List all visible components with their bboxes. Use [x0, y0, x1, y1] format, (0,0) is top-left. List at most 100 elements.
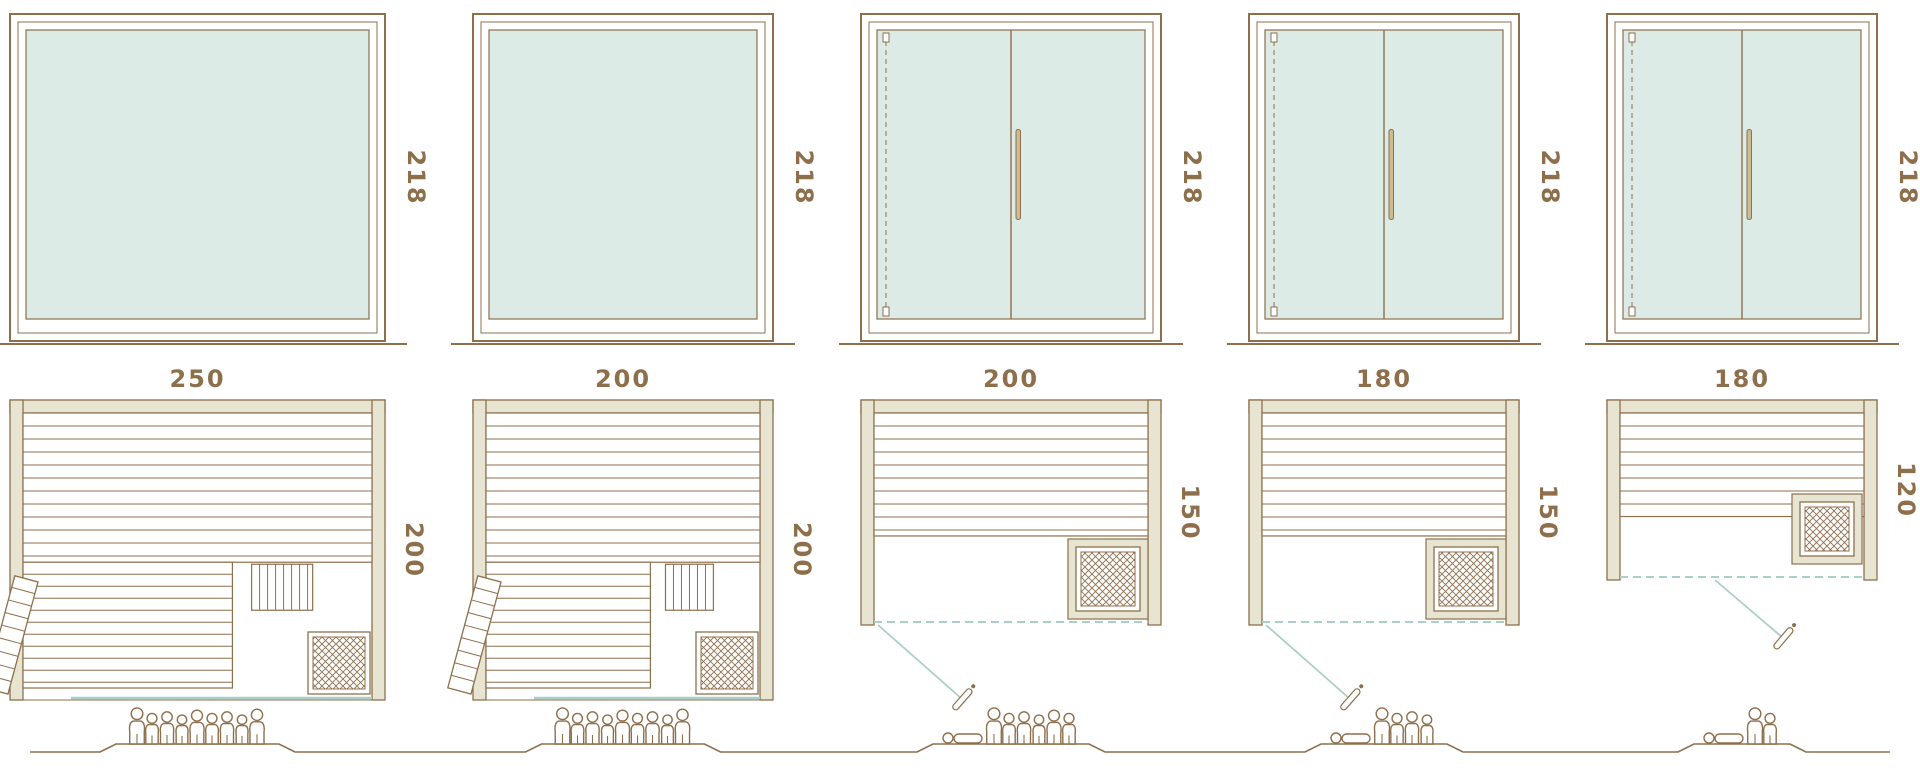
door-leaf-open	[446, 574, 502, 695]
person-body	[235, 724, 249, 745]
person-head	[1375, 707, 1389, 721]
cabin-frame-inner	[480, 21, 766, 334]
cabin-frame-inner	[1614, 21, 1870, 334]
width-dimension: 180	[1356, 365, 1412, 393]
wall-right	[1863, 399, 1878, 581]
wall-right	[1505, 399, 1520, 626]
door-handle	[1746, 129, 1752, 220]
person-icon	[175, 714, 189, 745]
person-body	[128, 720, 146, 745]
person-icon	[128, 707, 146, 745]
depth-dimension: 150	[1176, 484, 1204, 540]
bench-upper	[485, 412, 761, 563]
heater-grid	[1804, 506, 1850, 552]
person-body	[585, 722, 600, 745]
wall-left	[1248, 399, 1263, 626]
person-head	[1406, 711, 1418, 723]
door-swing-line	[877, 624, 963, 700]
person-icon	[1061, 712, 1077, 745]
heater-grid	[1080, 551, 1136, 607]
hinge-bottom-icon	[1628, 306, 1636, 317]
person-head	[1421, 714, 1433, 726]
wall-back	[860, 399, 1162, 414]
person-icon	[1001, 712, 1017, 745]
person-head	[1047, 709, 1061, 722]
door-handle	[1015, 129, 1021, 220]
plan-view: 150	[1248, 399, 1562, 711]
capacity-figures	[942, 707, 1077, 745]
door-leaf-slat	[471, 599, 495, 607]
door-swing-line	[1714, 579, 1784, 639]
person-head	[602, 714, 613, 726]
hinge-bottom-icon	[1270, 306, 1278, 317]
heater-icon	[307, 631, 371, 695]
wall-left	[860, 399, 875, 626]
person-body	[1420, 724, 1434, 745]
person-head	[586, 711, 599, 723]
person-icon	[630, 712, 645, 745]
door-leaf-slat	[451, 674, 475, 682]
ground-line	[30, 743, 1890, 753]
door-swing-line	[1265, 624, 1351, 700]
person-head	[1063, 712, 1075, 724]
door-leaf-symbol-knob	[971, 684, 976, 689]
person-head	[1033, 714, 1045, 726]
person-body	[249, 721, 265, 745]
person-body	[204, 723, 220, 745]
person-icon	[1746, 707, 1764, 745]
bench-outline	[485, 412, 761, 563]
person-icon	[219, 711, 235, 745]
plan-view: 120	[1606, 399, 1920, 650]
wall-back	[472, 399, 774, 414]
person-body	[645, 722, 660, 745]
hinge-top-icon	[1628, 32, 1636, 43]
door-leaf-symbol	[952, 684, 976, 711]
person-head	[250, 708, 264, 722]
bench-outline	[1261, 412, 1507, 537]
person-head	[1003, 712, 1015, 724]
person-body	[570, 723, 585, 745]
door-leaf-slat	[467, 612, 492, 620]
person-body	[1001, 723, 1017, 745]
person-icon	[235, 714, 249, 745]
person-body	[953, 733, 983, 744]
person-icon	[614, 709, 631, 745]
bench-lower	[485, 561, 651, 689]
person-icon	[570, 712, 585, 745]
heater-icon	[695, 631, 759, 695]
width-dimension: 200	[595, 365, 651, 393]
bench-outline	[873, 412, 1149, 537]
door-leaf-open	[0, 574, 39, 695]
person-head	[1330, 732, 1342, 744]
door-leaf-slat	[474, 586, 499, 595]
plan-view: 200	[0, 399, 428, 701]
person-icon	[1032, 714, 1046, 745]
person-head	[616, 709, 629, 722]
person-icon	[1404, 711, 1420, 745]
door-leaf-slat	[1, 624, 25, 632]
person-body	[1746, 720, 1764, 745]
person-icon	[554, 707, 571, 745]
person-icon	[674, 708, 691, 745]
person-head	[1018, 711, 1030, 723]
plan-view: 200	[446, 399, 816, 701]
person-icon	[189, 709, 205, 745]
person-icon	[1389, 712, 1405, 745]
person-head	[571, 712, 584, 724]
door-leaf-slat	[4, 612, 29, 620]
heater-grid	[1438, 551, 1494, 607]
person-reclining-icon	[1703, 732, 1744, 744]
person-head	[1391, 712, 1403, 724]
bench-upper	[1261, 412, 1507, 537]
door-leaf-slat	[0, 649, 19, 657]
door-leaf-slat	[454, 662, 478, 670]
person-head	[1764, 712, 1776, 724]
person-body	[1341, 733, 1371, 744]
person-body	[1389, 723, 1405, 745]
